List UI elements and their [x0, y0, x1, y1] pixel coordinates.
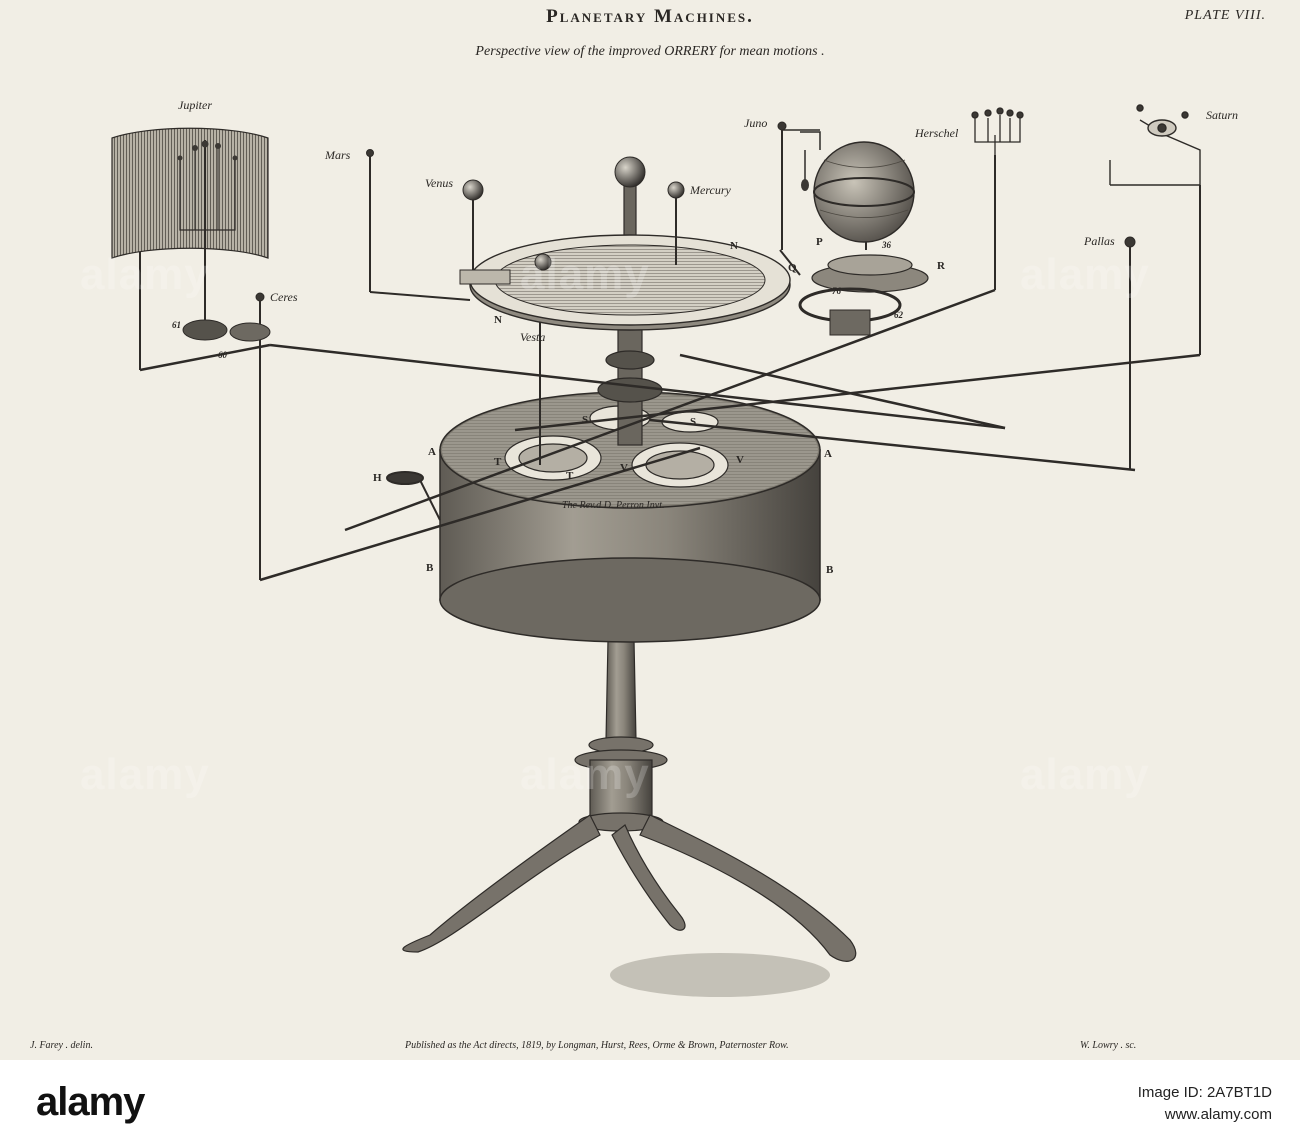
alamy-logo[interactable]: alamy: [36, 1080, 145, 1124]
mercury-ball: [667, 181, 685, 199]
gear-number-76: 76: [832, 286, 841, 296]
mars-ball: [366, 149, 374, 157]
long-arms: [139, 288, 1201, 582]
letter-a-right: A: [824, 448, 832, 460]
letter-s-right: S: [690, 416, 697, 428]
pallas-ball: [1124, 236, 1136, 248]
gear-number-62: 62: [894, 310, 903, 320]
image-id: Image ID: 2A7BT1D: [1137, 1084, 1272, 1101]
credit-delineator: J. Farey . delin.: [30, 1040, 93, 1051]
gear-number-61: 61: [172, 320, 181, 330]
plate-number: PLATE VIII.: [1184, 8, 1266, 23]
saturn-frame: [1109, 104, 1201, 186]
letter-s-left: S: [582, 414, 589, 426]
watermark: alamy: [80, 750, 210, 799]
ceres-ball: [255, 292, 265, 302]
vesta-ball: [534, 253, 552, 271]
letter-v-left: V: [620, 462, 628, 474]
engraving-plate: Planetary Machines. PLATE VIII. Perspect…: [30, 6, 1266, 1051]
drum-dials: [504, 405, 729, 488]
watermark: alamy: [1020, 250, 1150, 299]
globe-assembly: [779, 129, 929, 336]
label-herschel: Herschel: [915, 126, 959, 140]
jupiter-screen: [111, 127, 271, 342]
drum-inscription: The Rev.d D. Perron Invt.: [562, 500, 665, 511]
watermark: alamy: [520, 750, 650, 799]
letter-q: Q: [788, 262, 797, 274]
label-saturn: Saturn: [1206, 108, 1239, 122]
watermark: alamy: [1020, 750, 1150, 799]
orrery-engraving: [111, 104, 1201, 997]
letter-n-bottom: N: [494, 314, 502, 326]
label-jupiter: Jupiter: [178, 98, 212, 112]
tripod-stand: [402, 639, 857, 962]
watermark: alamy: [80, 250, 210, 299]
label-venus: Venus: [425, 176, 453, 190]
letter-a-left: A: [428, 446, 436, 458]
venus-ball: [462, 179, 484, 201]
label-mercury: Mercury: [690, 183, 731, 197]
label-juno: Juno: [744, 116, 768, 130]
credit-engraver: W. Lowry . sc.: [1080, 1040, 1137, 1051]
label-pallas: Pallas: [1084, 234, 1115, 248]
letter-n-top: N: [730, 240, 738, 252]
herschel-frame: [971, 107, 1024, 155]
letter-b-right: B: [826, 564, 834, 576]
letter-h: H: [373, 472, 382, 484]
plate-subtitle: Perspective view of the improved ORRERY …: [475, 44, 825, 59]
planet-balls: [255, 121, 1136, 302]
floor-shadow: [610, 953, 830, 997]
label-ceres: Ceres: [270, 290, 298, 304]
label-mars: Mars: [325, 148, 351, 162]
watermark: alamy: [520, 250, 650, 299]
letter-v-right: V: [736, 454, 744, 466]
stock-footer-bar: [0, 1060, 1300, 1145]
plate-title: Planetary Machines.: [546, 6, 754, 27]
juno-ball: [777, 121, 787, 131]
letter-p: P: [816, 236, 823, 248]
letter-t-left: T: [494, 456, 502, 468]
letter-b-left: B: [426, 562, 434, 574]
crank-handle: [386, 471, 441, 521]
letter-t-bottom: T: [566, 470, 574, 482]
letter-r: R: [937, 260, 945, 272]
site-link[interactable]: www.alamy.com: [1164, 1106, 1272, 1123]
credit-publisher: Published as the Act directs, 1819, by L…: [405, 1040, 789, 1051]
mars-arm: [369, 291, 471, 301]
label-vesta: Vesta: [520, 330, 546, 344]
gear-number-60: 60: [218, 350, 227, 360]
gear-number-36: 36: [882, 240, 891, 250]
sun-ball: [614, 156, 646, 188]
